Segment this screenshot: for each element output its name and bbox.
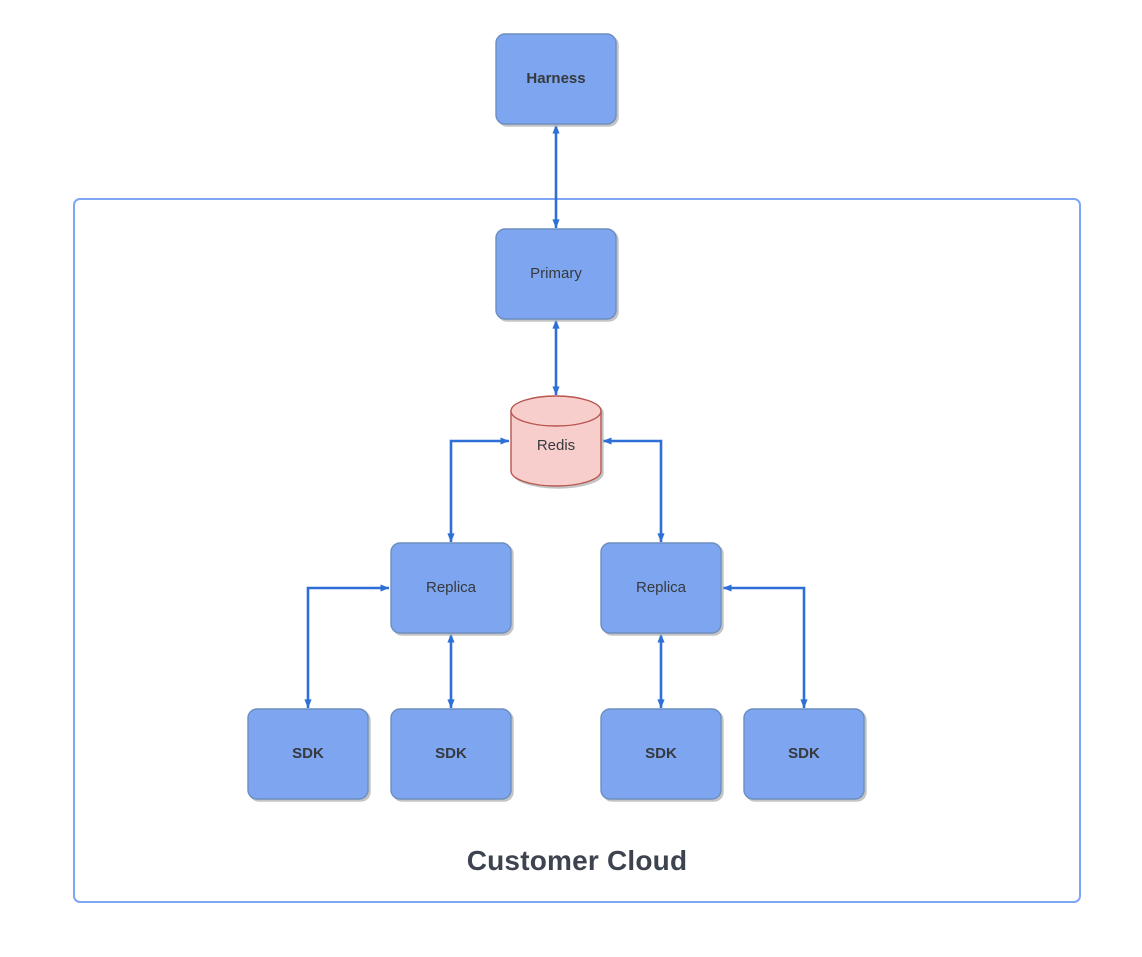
node-shape-sdk-3[interactable]: [600, 708, 722, 800]
edge-replica-right-sdk-4[interactable]: [722, 584, 808, 709]
node-shape-replica-left[interactable]: [390, 542, 512, 634]
node-shape-sdk-1[interactable]: [247, 708, 369, 800]
edge-redis-replica-right[interactable]: [602, 437, 665, 543]
node-shape-harness[interactable]: [495, 33, 617, 125]
node-shape-redis[interactable]: [510, 395, 602, 487]
edge-replica-left-sdk-1[interactable]: [304, 584, 390, 709]
node-shape-sdk-2[interactable]: [390, 708, 512, 800]
node-shape-group: [247, 33, 865, 800]
customer-cloud-container[interactable]: [73, 198, 1081, 903]
node-shape-sdk-4[interactable]: [743, 708, 865, 800]
node-shape-replica-right[interactable]: [600, 542, 722, 634]
node-shape-primary[interactable]: [495, 228, 617, 320]
connector-group: [304, 124, 808, 709]
customer-cloud-title: Customer Cloud: [466, 845, 688, 876]
edge-redis-replica-left[interactable]: [447, 437, 510, 543]
